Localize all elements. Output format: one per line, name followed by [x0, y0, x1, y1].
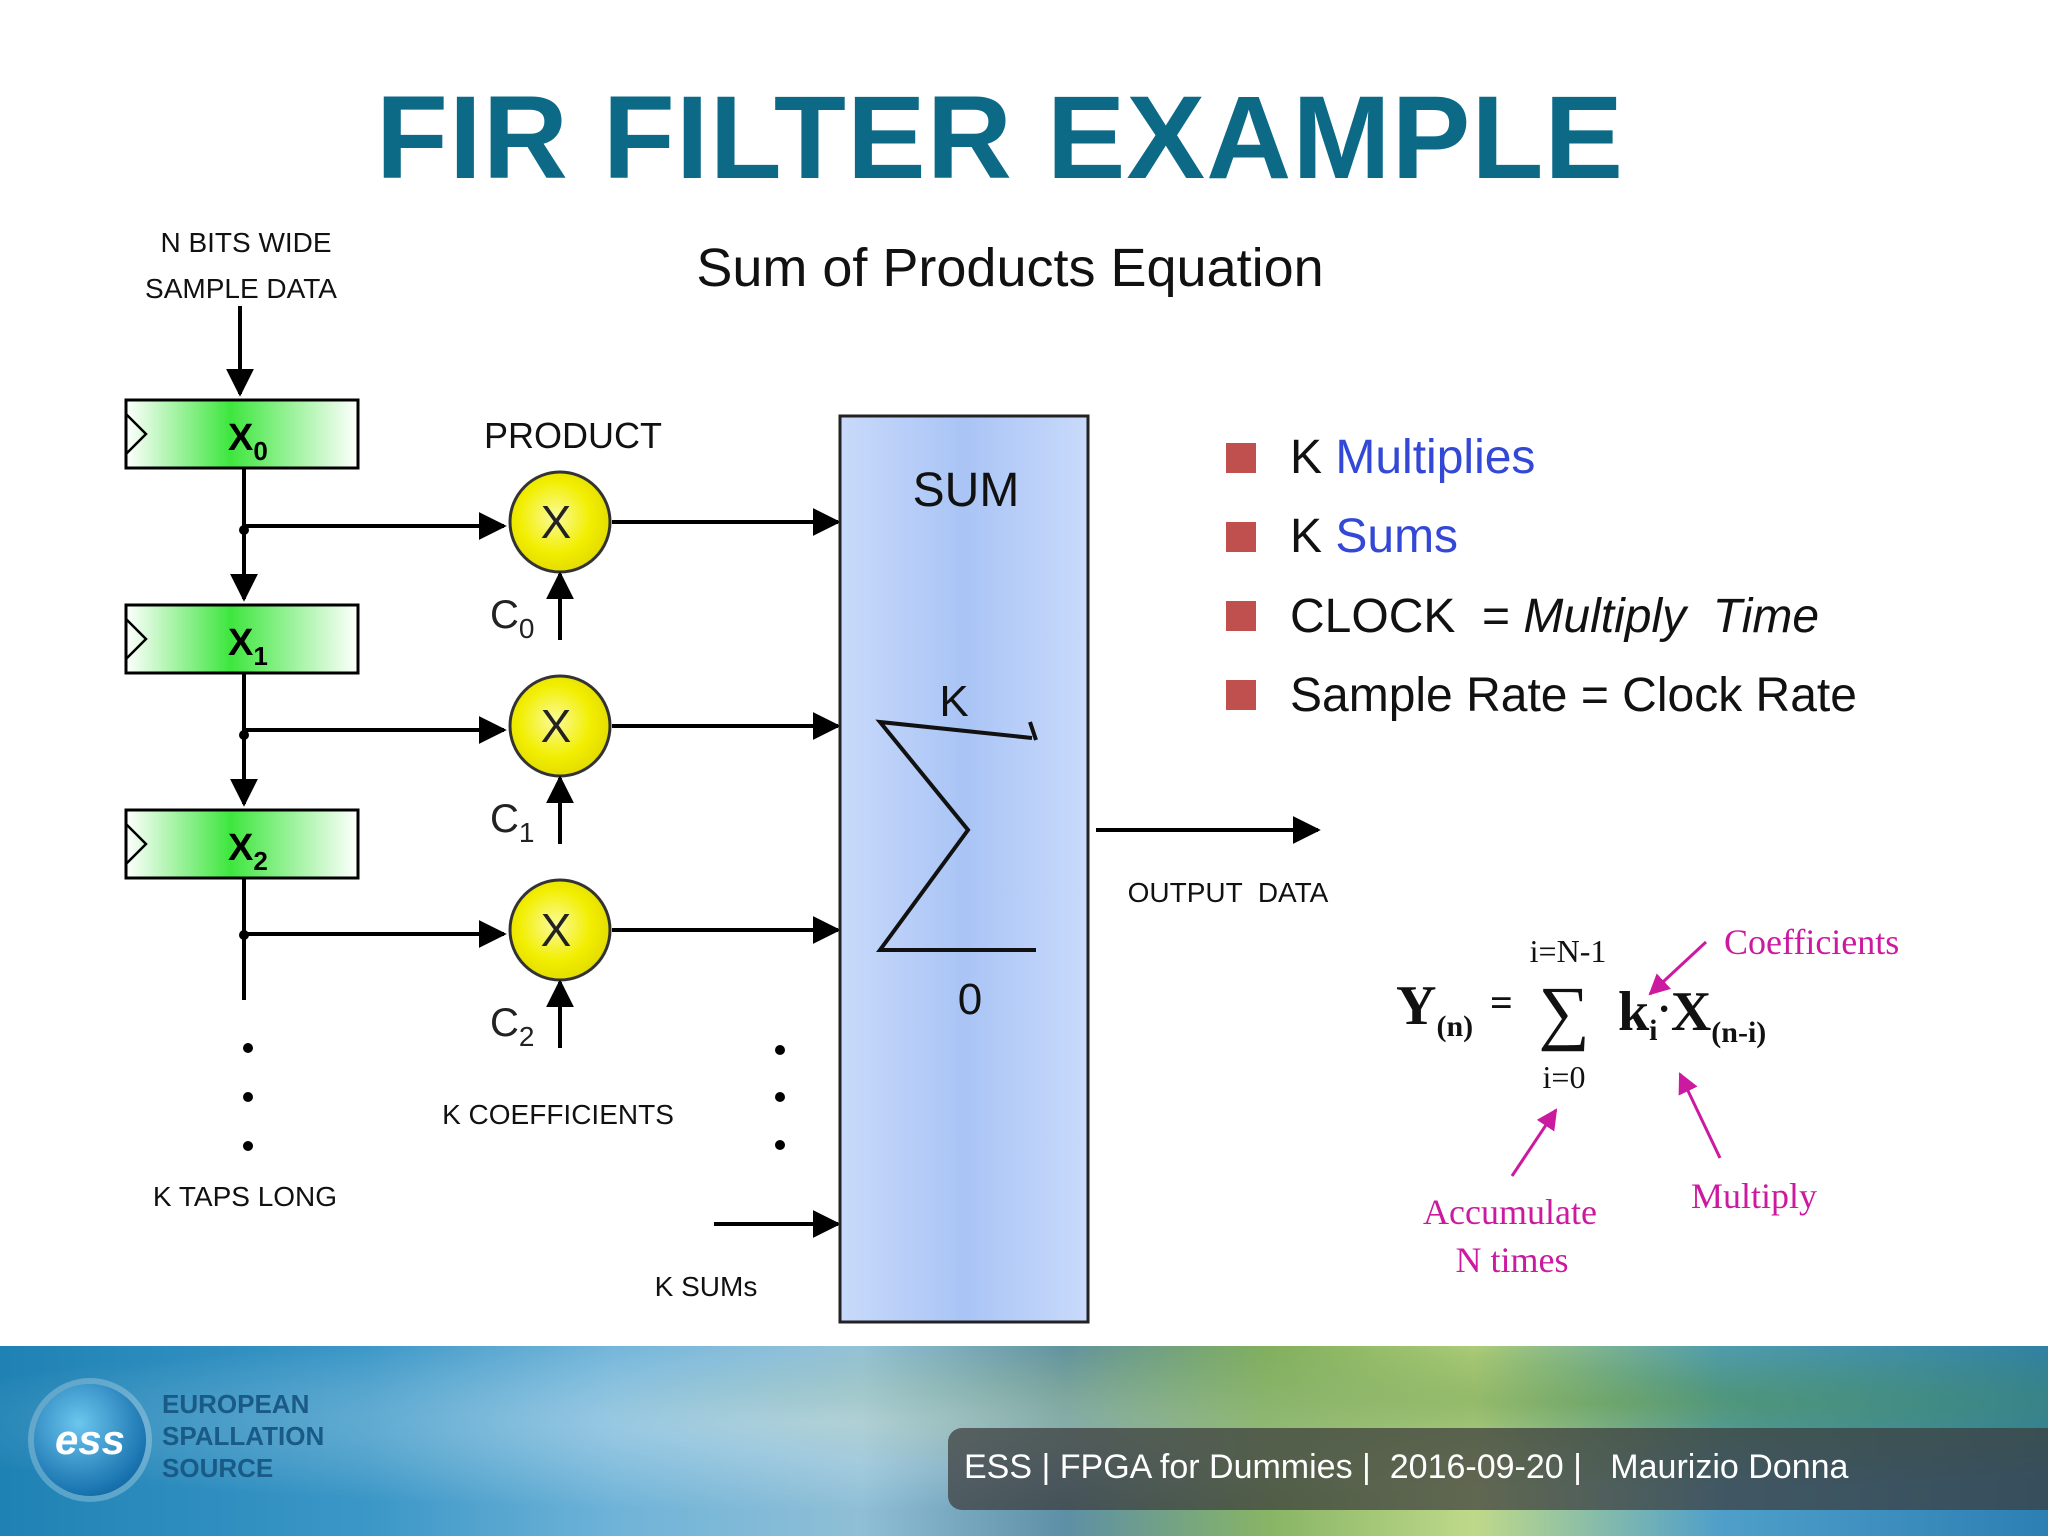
tap-sub-2: 2 — [253, 846, 267, 876]
tap-label-0: X — [228, 417, 254, 459]
footer-text: ESS | FPGA for Dummies | 2016-09-20 | Ma… — [964, 1448, 1849, 1486]
sigma-symbol — [875, 719, 1036, 952]
diagram-subtitle: Sum of Products Equation — [696, 238, 1323, 298]
multiplier-symbol: X — [541, 700, 572, 752]
bullet-plain-3: Sample Rate = Clock Rate — [1290, 669, 1857, 722]
product-label: PRODUCT — [484, 415, 662, 456]
bullet-item-0: K Multiplies — [1226, 431, 1535, 484]
fir-equation: Y(n) = i=N-1 ∑ i=0 ki·X(n-i) Coefficient… — [1396, 922, 1899, 1280]
bullet-item-2: CLOCK = Multiply Time — [1226, 590, 1819, 643]
annotation-coefficients: Coefficients — [1724, 922, 1899, 962]
annotation-accumulate-arrow — [1510, 1108, 1558, 1177]
svg-text:C0: C0 — [490, 593, 534, 644]
equation-term-x: X — [1671, 981, 1711, 1043]
tap-label-2: X — [228, 827, 254, 869]
slide-title: FIR FILTER EXAMPLE — [375, 72, 1625, 204]
svg-text:K Multiplies: K Multiplies — [1290, 431, 1535, 484]
bullet-highlight-0: Multiplies — [1335, 431, 1535, 484]
tap-register-2: X2 — [124, 808, 360, 880]
tap-label-1: X — [228, 622, 254, 664]
tap-sub-1: 1 — [253, 641, 267, 671]
tap-chain: X0 X1 X2 — [124, 398, 360, 1151]
bullet-plain-0: K — [1290, 431, 1335, 484]
coefficient-1: C1 — [490, 775, 574, 848]
annotation-accumulate-line1: Accumulate — [1423, 1192, 1597, 1232]
equation-term-x-sub: (n-i) — [1711, 1016, 1766, 1049]
svg-text:C2: C2 — [490, 1001, 534, 1052]
input-label-line1: N BITS WIDE — [160, 227, 331, 258]
products-ellipsis-dot — [775, 1092, 785, 1102]
sum-block: SUM K 0 — [838, 414, 1090, 1324]
svg-text:X2: X2 — [228, 827, 268, 876]
svg-text:X1: X1 — [228, 622, 268, 671]
annotation-coefficients-arrow — [1648, 940, 1708, 996]
taps-ellipsis-dot — [243, 1092, 253, 1102]
ess-logo: ess — [34, 1384, 146, 1496]
organization-name: EUROPEAN SPALLATION SOURCE — [162, 1389, 325, 1483]
annotation-accumulate-line2: N times — [1456, 1240, 1569, 1280]
tap-sub-0: 0 — [253, 436, 267, 466]
annotation-multiply: Multiply — [1691, 1176, 1817, 1216]
multiplier-1: X — [508, 674, 612, 778]
bullet-plain-1: K — [1290, 510, 1335, 563]
footer-banner: ess EUROPEAN SPALLATION SOURCE ESS | FPG… — [0, 1346, 2048, 1536]
svg-text:X0: X0 — [228, 417, 268, 466]
svg-text:C1: C1 — [490, 797, 534, 848]
coefficient-sub-0: 0 — [519, 613, 535, 644]
equation-term-k: k — [1618, 981, 1650, 1043]
equation-term-k-sub: i — [1649, 1014, 1657, 1047]
svg-text:K Sums: K Sums — [1290, 510, 1458, 563]
taps-ellipsis-dot — [243, 1141, 253, 1151]
coefficient-label-2: C — [490, 1001, 519, 1045]
sigma-upper-limit: K — [939, 677, 968, 726]
k-taps-long-label: K TAPS LONG — [153, 1181, 337, 1212]
tap-register-1: X1 — [124, 603, 360, 675]
multiplier-2: X — [508, 878, 612, 982]
coefficient-label-0: C — [490, 593, 519, 637]
bullet-item-3: Sample Rate = Clock Rate — [1226, 669, 1857, 722]
bullet-plain-2: CLOCK = — [1290, 590, 1523, 643]
coefficient-sub-1: 1 — [519, 817, 535, 848]
equation-lhs-sub: (n) — [1436, 1010, 1473, 1043]
sigma-lower-limit: 0 — [958, 975, 982, 1024]
k-coefficients-label: K COEFFICIENTS — [442, 1099, 674, 1130]
bullet-item-1: K Sums — [1226, 510, 1458, 563]
tap-register-0: X0 — [124, 398, 360, 470]
footer-info-bar: ESS | FPGA for Dummies | 2016-09-20 | Ma… — [948, 1428, 2048, 1510]
svg-text:ki·X(n-i): ki·X(n-i) — [1618, 981, 1766, 1049]
output-label: OUTPUT DATA — [1128, 877, 1329, 908]
annotation-multiply-arrow — [1678, 1072, 1722, 1159]
input-label-line2: SAMPLE DATA — [145, 273, 337, 304]
coefficient-2: C2 — [490, 979, 574, 1052]
svg-text:CLOCK = Multiply Time: CLOCK = Multiply Time — [1290, 590, 1819, 643]
fir-diagram: Sum of Products Equation N BITS WIDE SAM… — [124, 227, 1899, 1324]
sum-label: SUM — [913, 464, 1020, 517]
coefficient-sub-2: 2 — [519, 1021, 535, 1052]
taps-ellipsis-dot — [243, 1043, 253, 1053]
equation-lower-limit: i=0 — [1543, 1059, 1586, 1095]
multiplier-0: X — [508, 470, 612, 574]
k-sums-label: K SUMs — [655, 1271, 758, 1302]
svg-text:Y(n): Y(n) — [1396, 975, 1473, 1043]
bullet-italic-2: Multiply Time — [1523, 590, 1819, 643]
multiplier-symbol: X — [541, 904, 572, 956]
equation-equals: = — [1490, 980, 1513, 1025]
equation-lhs: Y — [1396, 975, 1436, 1037]
equation-dot: · — [1658, 986, 1671, 1031]
svg-text:Sample Rate = Clock Rate: Sample Rate = Clock Rate — [1290, 669, 1857, 722]
products-ellipsis-dot — [775, 1045, 785, 1055]
multiplier-symbol: X — [541, 496, 572, 548]
products-ellipsis-dot — [775, 1140, 785, 1150]
coefficient-label-1: C — [490, 797, 519, 841]
bullet-list: K Multiplies K Sums CLOCK = Multiply Tim… — [1226, 431, 1857, 722]
bullet-highlight-1: Sums — [1335, 510, 1458, 563]
equation-upper-limit: i=N-1 — [1530, 933, 1607, 969]
ess-logo-text: ess — [54, 1416, 126, 1463]
coefficient-0: C0 — [490, 571, 574, 644]
equation-sigma: ∑ — [1538, 972, 1589, 1052]
